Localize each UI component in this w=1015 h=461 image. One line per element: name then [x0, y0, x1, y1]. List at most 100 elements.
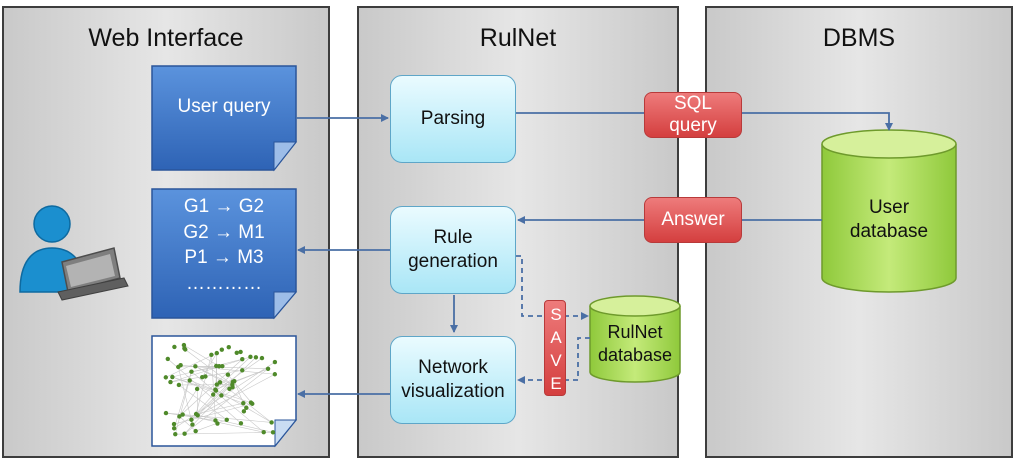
graph-node [241, 409, 247, 414]
graph-node [219, 393, 224, 398]
graph-edge [172, 358, 243, 378]
network-visualization-label-2: visualization [401, 381, 505, 402]
graph-node [259, 355, 265, 361]
graph-node [189, 417, 194, 422]
graph-node [240, 368, 245, 373]
rule-generation-label-2: generation [408, 251, 498, 272]
graph-node [163, 410, 169, 416]
graph-node [214, 382, 220, 387]
web-interface-title: Web Interface [88, 24, 244, 52]
graph-edge [178, 384, 227, 421]
graph-edge [201, 352, 218, 378]
rule-item: ………… [186, 272, 262, 294]
user-query-note [151, 65, 298, 172]
rule-generation-label-1: Rule [433, 227, 473, 249]
graph-node [213, 387, 218, 392]
rulnet-database-label-2: database [597, 344, 673, 365]
graph-edge [215, 389, 272, 423]
dbms-title: DBMS [822, 24, 896, 52]
graph-node [163, 375, 169, 380]
graph-node [182, 431, 187, 436]
graph-edge [185, 349, 233, 385]
graph-node [211, 392, 216, 397]
graph-edge [172, 376, 252, 403]
graph-edge [195, 419, 227, 432]
graph-node [215, 421, 220, 426]
graph-node [190, 422, 195, 427]
graph-node [176, 382, 182, 388]
rulnet-database-cylinder [589, 295, 681, 383]
graph-node [240, 357, 245, 362]
graph-node [261, 429, 266, 435]
graph-node [219, 347, 225, 352]
rules-note [151, 188, 298, 320]
graph-edge [196, 388, 199, 416]
rulnet-database-label: RulNet database [590, 321, 680, 366]
graph-edge [195, 366, 233, 385]
graph-node [182, 346, 187, 351]
graph-node [168, 379, 173, 385]
network-visualization-node: Network visualization [390, 336, 516, 424]
rule-item: P1 → M3 [184, 247, 264, 269]
graph-edge [184, 368, 269, 434]
graph-node [194, 386, 200, 392]
graph-edge [191, 357, 257, 420]
graph-node [244, 405, 249, 410]
graph-edge [179, 416, 196, 432]
graph-node [180, 412, 185, 417]
graph-edge [215, 357, 263, 391]
graph-edge [175, 431, 274, 435]
graph-node [234, 350, 239, 355]
graph-node [165, 356, 171, 362]
graph-edge [211, 354, 216, 421]
parsing-label: Parsing [420, 108, 486, 130]
graph-edge [165, 352, 217, 378]
graph-node [217, 380, 223, 385]
graph-node [200, 374, 205, 380]
graph-edge [183, 344, 220, 367]
graph-edge [167, 358, 242, 424]
graph-edge [182, 414, 264, 433]
graph-node [272, 359, 278, 365]
graph-node [177, 414, 182, 419]
save-letter: S [550, 305, 562, 324]
sql-query-label-2: query [669, 115, 717, 136]
arrow-parsing-to-userdb [516, 112, 893, 131]
rulnet-database-label-1: RulNet [607, 322, 663, 342]
person-with-laptop-icon [19, 205, 129, 301]
graph-node [171, 421, 177, 427]
graph-edge [232, 368, 269, 383]
rule-generation-node: Rule generation [390, 206, 516, 294]
graph-node [238, 349, 243, 355]
sql-query-badge: SQL query [644, 92, 742, 138]
graph-node [225, 372, 231, 377]
graph-node [230, 385, 235, 390]
user-database-label-2: database [849, 220, 929, 242]
rule-item: G1 → G2 [183, 196, 265, 217]
save-badge: S A V E [544, 300, 566, 396]
graph-node [193, 428, 198, 434]
sql-query-label-1: SQL [673, 93, 713, 115]
graph-node [241, 401, 246, 406]
save-letter: E [550, 374, 562, 393]
graph-edge [179, 388, 198, 417]
graph-node [209, 352, 214, 358]
graph-edge [191, 371, 264, 433]
parsing-node: Parsing [390, 75, 516, 163]
graph-node [226, 344, 231, 350]
graph-node [238, 421, 244, 426]
graph-node [272, 372, 278, 377]
save-letter: V [550, 351, 562, 370]
user-database-label: User database [822, 196, 956, 244]
graph-node [253, 355, 259, 360]
graph-node [248, 400, 254, 405]
graph-node [173, 431, 178, 437]
user-query-label: User query [177, 96, 271, 117]
graph-edge [179, 358, 243, 417]
graph-node [220, 363, 225, 369]
graph-node [181, 342, 187, 348]
graph-node [170, 374, 175, 380]
graph-node [172, 344, 177, 350]
rule-item: G2 → M1 [183, 221, 265, 243]
